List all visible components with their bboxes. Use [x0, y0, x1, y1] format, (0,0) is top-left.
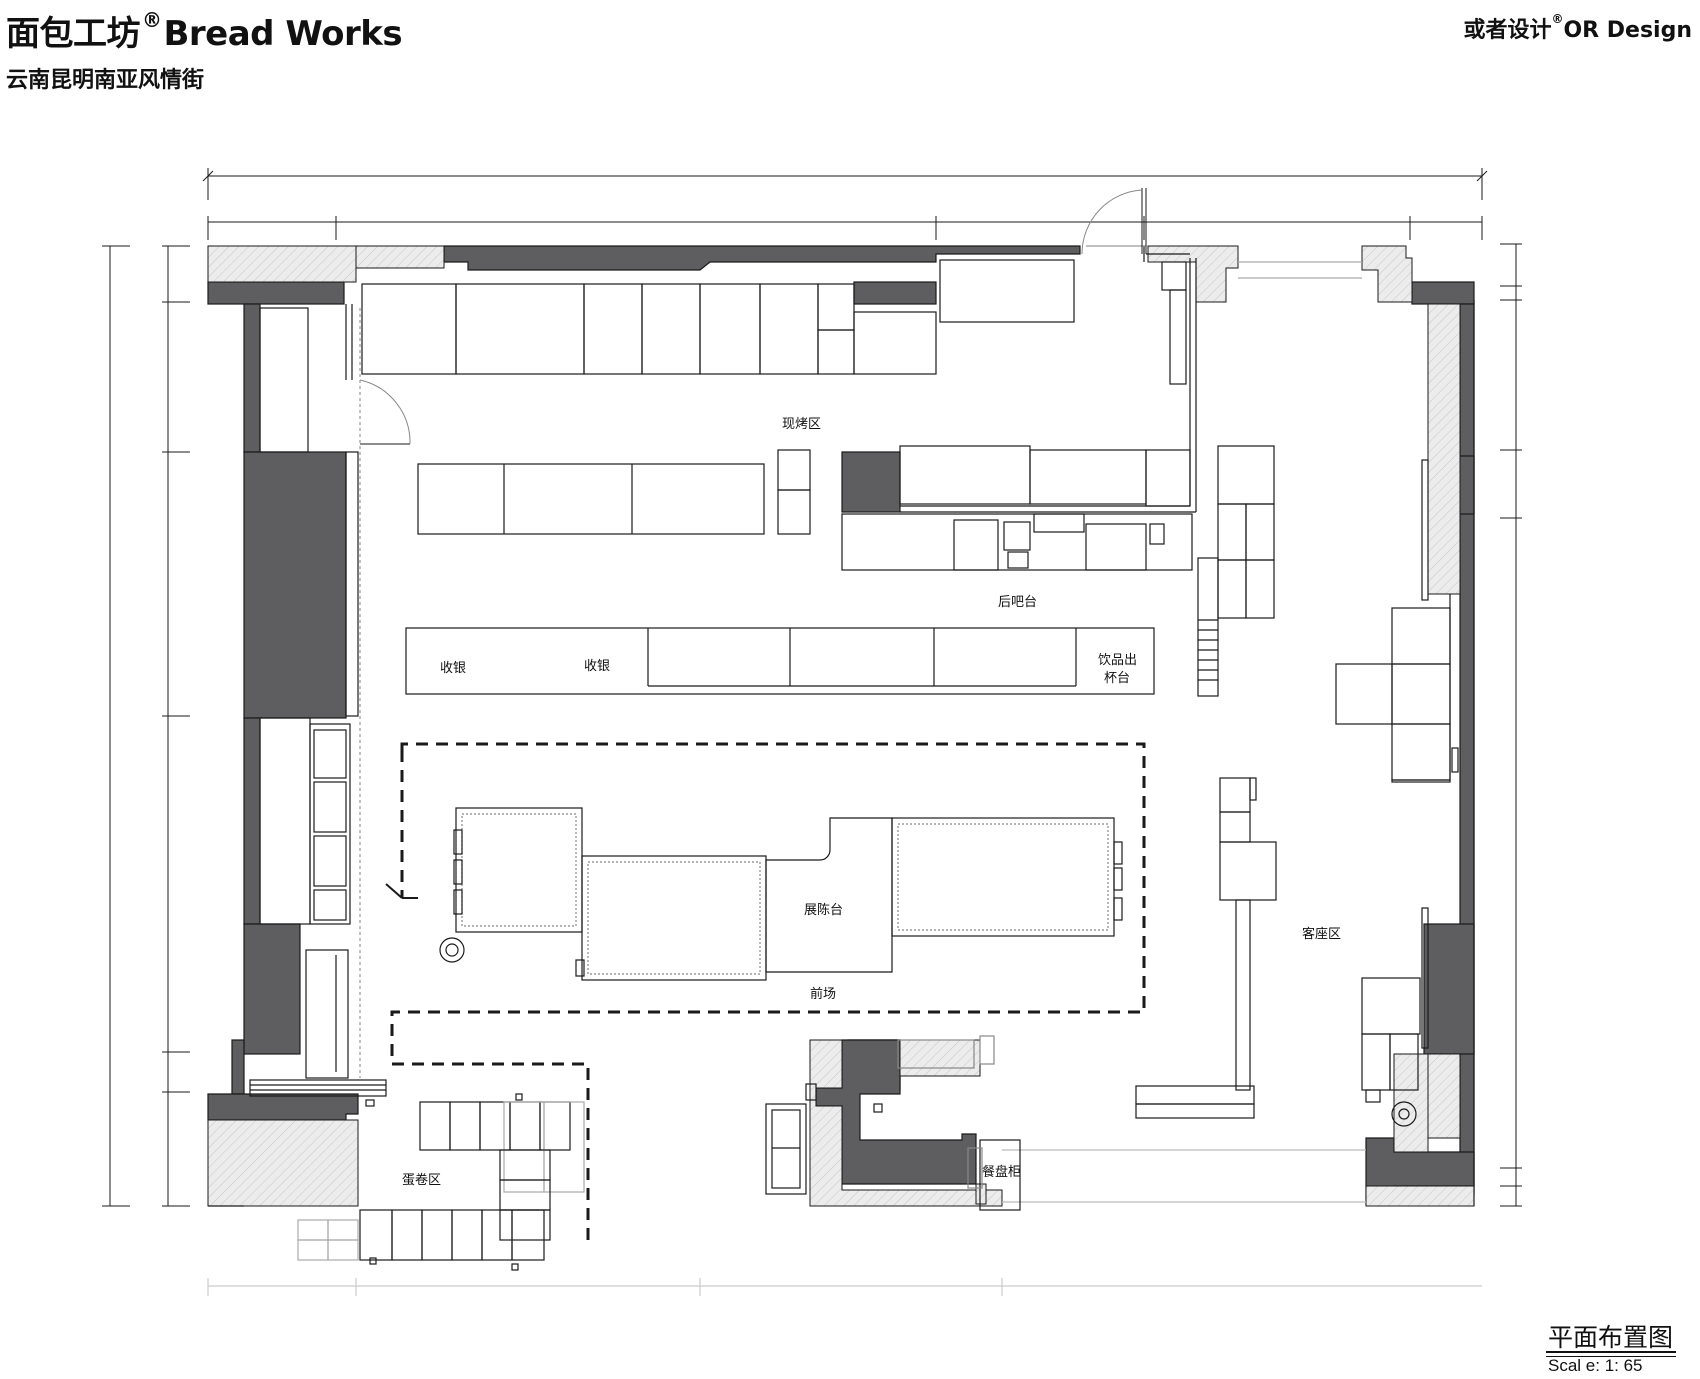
- brand-en: OR Design: [1563, 18, 1692, 43]
- hatched-walls: [207, 245, 1475, 1207]
- label-roasting: 现烤区: [782, 417, 821, 432]
- stairs: [1197, 445, 1275, 697]
- page-title: 面包工坊®Bread Works: [6, 6, 403, 55]
- label-back-bar: 后吧台: [998, 595, 1037, 610]
- title-en: Bread Works: [163, 14, 403, 54]
- title-cn: 面包工坊: [6, 14, 141, 54]
- front-area-boundary: [390, 742, 1146, 1246]
- seating-area: [1135, 459, 1459, 1127]
- doors: [359, 188, 1147, 445]
- top-counters: [361, 259, 1187, 385]
- registered-mark: ®: [142, 8, 162, 32]
- label-display: 展陈台: [804, 902, 843, 918]
- plan-scale: Scal e: 1: 65: [1548, 1356, 1643, 1375]
- cashier-counter: [405, 627, 1155, 695]
- dimension-lines: [102, 168, 1522, 1207]
- brand-mark: ®: [1551, 12, 1564, 26]
- display-tables: [439, 807, 1123, 981]
- plan-title-underline: [1546, 1351, 1676, 1357]
- label-front: 前场: [810, 986, 836, 1002]
- back-bar: [841, 445, 1193, 571]
- label-seating: 客座区: [1302, 926, 1341, 942]
- brand-label: 或者设计®OR Design: [1463, 12, 1692, 44]
- label-tray: 餐盘柜: [982, 1164, 1021, 1180]
- brand-cn: 或者设计: [1463, 18, 1552, 43]
- roasting-table: [417, 449, 811, 535]
- plan-title: 平面布置图: [1548, 1323, 1674, 1352]
- label-cashier-1: 收银: [440, 661, 466, 676]
- tray-cabinet-area: [765, 1035, 1021, 1211]
- label-drinks-line2: 杯台: [1104, 671, 1130, 686]
- label-egg-roll: 蛋卷区: [402, 1172, 441, 1188]
- label-cashier-2: 收银: [584, 659, 610, 674]
- egg-roll-counters: [297, 1093, 585, 1271]
- label-drinks-line1: 饮品出: [1098, 653, 1137, 668]
- left-counters: [249, 307, 387, 1097]
- page-subtitle: 云南昆明南亚风情街: [6, 68, 205, 93]
- bottom-dims: [207, 1278, 1482, 1296]
